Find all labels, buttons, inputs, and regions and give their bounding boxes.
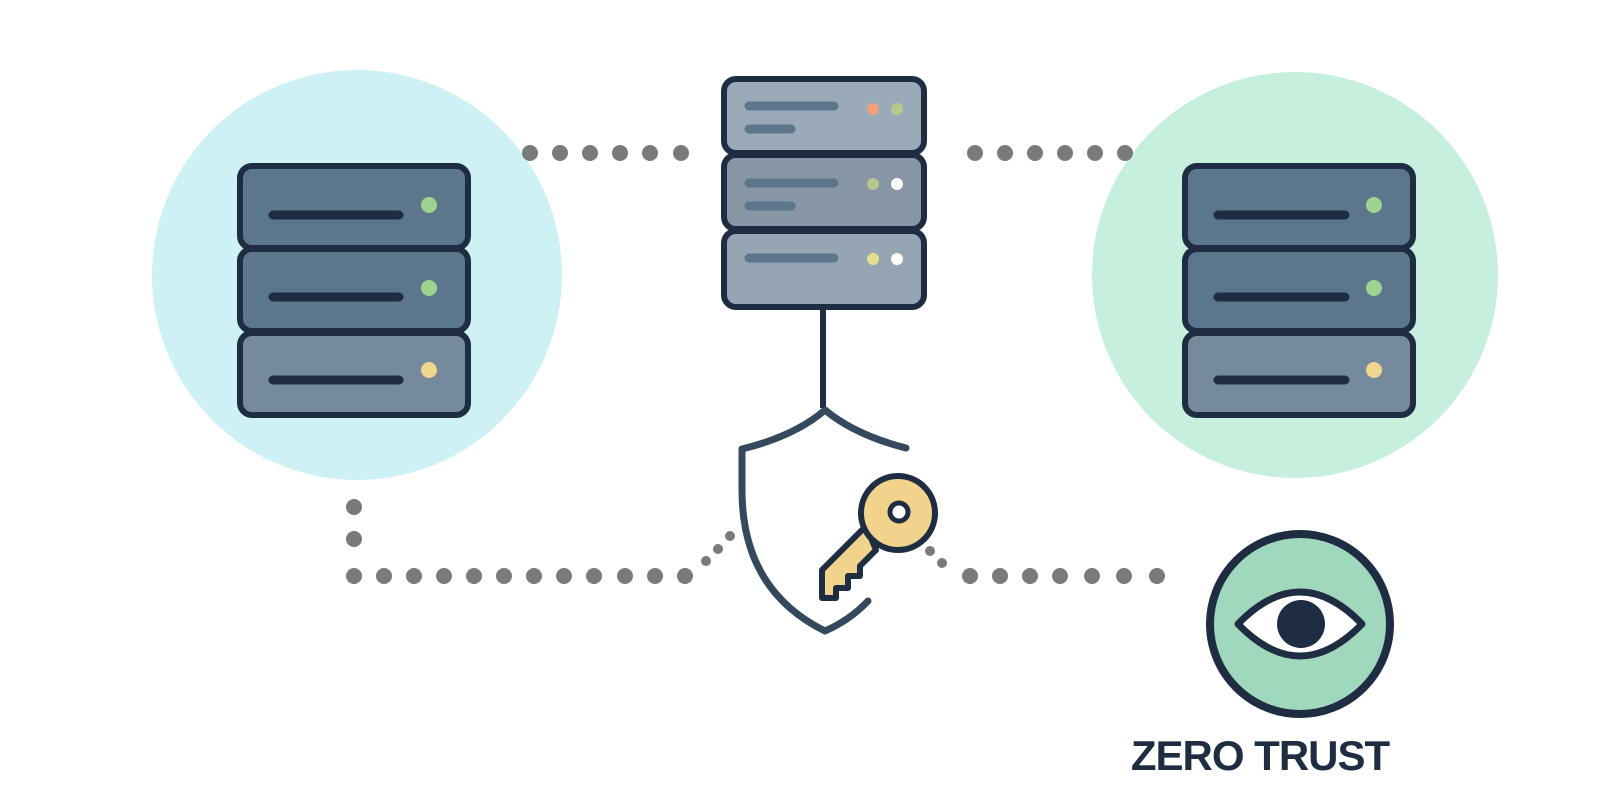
center-server-unit-2	[721, 152, 927, 232]
connector-left-to-shield	[346, 499, 735, 584]
center-server-unit-3	[721, 228, 927, 310]
center-server-stack	[721, 76, 927, 408]
right-server-unit-3	[1182, 330, 1416, 418]
status-led-green	[421, 280, 437, 296]
center-server-unit-1	[721, 76, 927, 156]
left-server-unit-3	[237, 330, 471, 418]
connector-left-to-center	[522, 145, 689, 161]
status-led-orange	[867, 103, 879, 115]
left-server-stack	[237, 163, 471, 418]
dotted-connectors	[346, 145, 1165, 584]
status-led-yellow	[421, 362, 437, 378]
eye-icon	[1206, 530, 1394, 718]
shield-icon	[738, 406, 910, 635]
connector-shield-to-eye	[925, 546, 1165, 584]
connector-center-to-right	[967, 145, 1133, 161]
status-led-yellow	[867, 253, 879, 265]
status-led-olive	[891, 103, 903, 115]
diagram-caption: ZERO TRUST	[1130, 732, 1390, 779]
key-hole	[887, 500, 911, 524]
status-led-green	[1366, 280, 1382, 296]
status-led-white	[891, 253, 903, 265]
right-server-stack	[1182, 163, 1416, 418]
eye-pupil	[1277, 600, 1325, 648]
status-led-olive	[867, 178, 879, 190]
status-led-green	[421, 197, 437, 213]
key-icon	[819, 473, 938, 601]
status-led-green	[1366, 197, 1382, 213]
status-led-white	[891, 178, 903, 190]
status-led-yellow	[1366, 362, 1382, 378]
